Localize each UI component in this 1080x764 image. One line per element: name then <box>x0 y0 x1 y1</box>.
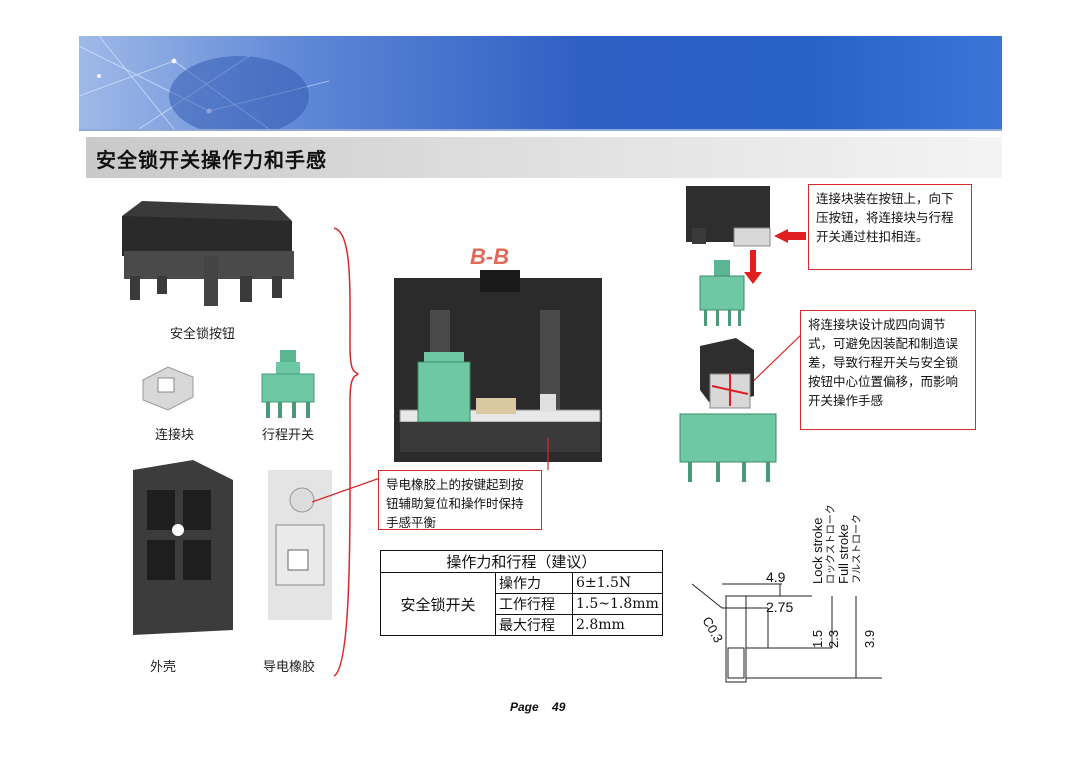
label-housing: 外壳 <box>150 660 177 675</box>
spec-value-work: 1.5~1.8mm <box>572 593 663 615</box>
design-note: 将连接块设计成四向调节式，可避免因装配和制造误差，导致行程开关与安全锁按钮中心位… <box>800 310 976 430</box>
rubber-image <box>268 470 332 620</box>
label-connector: 连接块 <box>155 428 195 443</box>
section-label: B-B <box>470 244 510 269</box>
lock-stroke-jp: ロックストローク <box>825 504 837 584</box>
connect-note: 连接块装在按钮上，向下压按钮，将连接块与行程开关通过柱扣相连。 <box>808 184 972 270</box>
rubber-callout-lines <box>311 438 549 503</box>
dim-e: 3.9 <box>862 630 877 648</box>
label-rubber: 导电橡胶 <box>263 660 316 675</box>
housing-image <box>133 460 241 640</box>
header-banner <box>79 36 1002 131</box>
page-title: 安全锁开关操作力和手感 <box>96 148 327 172</box>
chamfer-label: C0.3 <box>699 614 726 645</box>
rubber-note: 导电橡胶上的按键起到按钮辅助复位和操作时保持手感平衡 <box>378 470 542 530</box>
title-bar: 安全锁开关操作力和手感 <box>86 137 1002 178</box>
spec-table-header: 操作力和行程（建议） <box>380 550 663 573</box>
grouping-brace <box>333 227 359 677</box>
connector-image <box>142 366 194 411</box>
technical-drawing: 4.9 2.75 C0.3 1.5 2.3 3.9 Lock stroke ロッ… <box>691 504 882 683</box>
page-number: 49 <box>552 700 566 714</box>
label-button: 安全锁按钮 <box>170 327 236 342</box>
lock-stroke-label: Lock stroke <box>810 518 825 584</box>
spec-table: 操作力和行程（建议） 安全锁开关 操作力 6±1.5N 工作行程 1.5~1.8… <box>380 550 663 636</box>
page-label: Page <box>510 700 539 714</box>
page-footer: Page 49 <box>510 700 565 714</box>
section-view-image <box>390 270 606 464</box>
spec-name-force: 操作力 <box>495 572 573 594</box>
assembly-image <box>684 184 810 334</box>
dim-c: 1.5 <box>810 630 825 648</box>
spec-name-max: 最大行程 <box>495 614 573 636</box>
dim-b: 2.75 <box>766 599 793 615</box>
spec-value-force: 6±1.5N <box>572 572 663 594</box>
network-pattern-graphic <box>79 36 330 129</box>
spec-row-label: 安全锁开关 <box>380 572 496 636</box>
adjustable-connector-image <box>676 330 806 488</box>
full-stroke-jp: フルストローク <box>851 514 863 584</box>
dim-a: 4.9 <box>766 569 786 585</box>
safety-button-image <box>122 201 294 306</box>
full-stroke-label: Full stroke <box>836 524 851 584</box>
spec-value-max: 2.8mm <box>572 614 663 636</box>
dim-d: 2.3 <box>826 630 841 648</box>
travel-switch-image <box>261 350 315 418</box>
spec-name-work: 工作行程 <box>495 593 573 615</box>
label-travel-switch: 行程开关 <box>262 428 315 443</box>
